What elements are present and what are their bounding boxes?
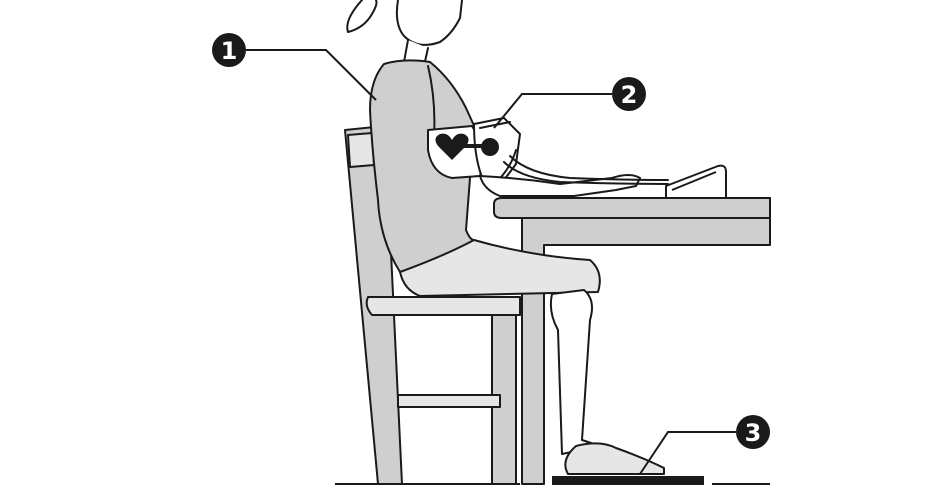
callout-3: 3 — [736, 415, 770, 449]
callout-2-label: 2 — [621, 81, 638, 109]
foot-support — [552, 476, 704, 485]
blood-pressure-monitor — [666, 166, 726, 198]
callout-1-label: 1 — [221, 37, 238, 65]
callout-3-label: 3 — [745, 419, 762, 447]
callout-2: 2 — [612, 77, 646, 111]
table — [494, 198, 770, 484]
callout-1: 1 — [212, 33, 246, 67]
cuff-marker-dot — [481, 138, 499, 156]
